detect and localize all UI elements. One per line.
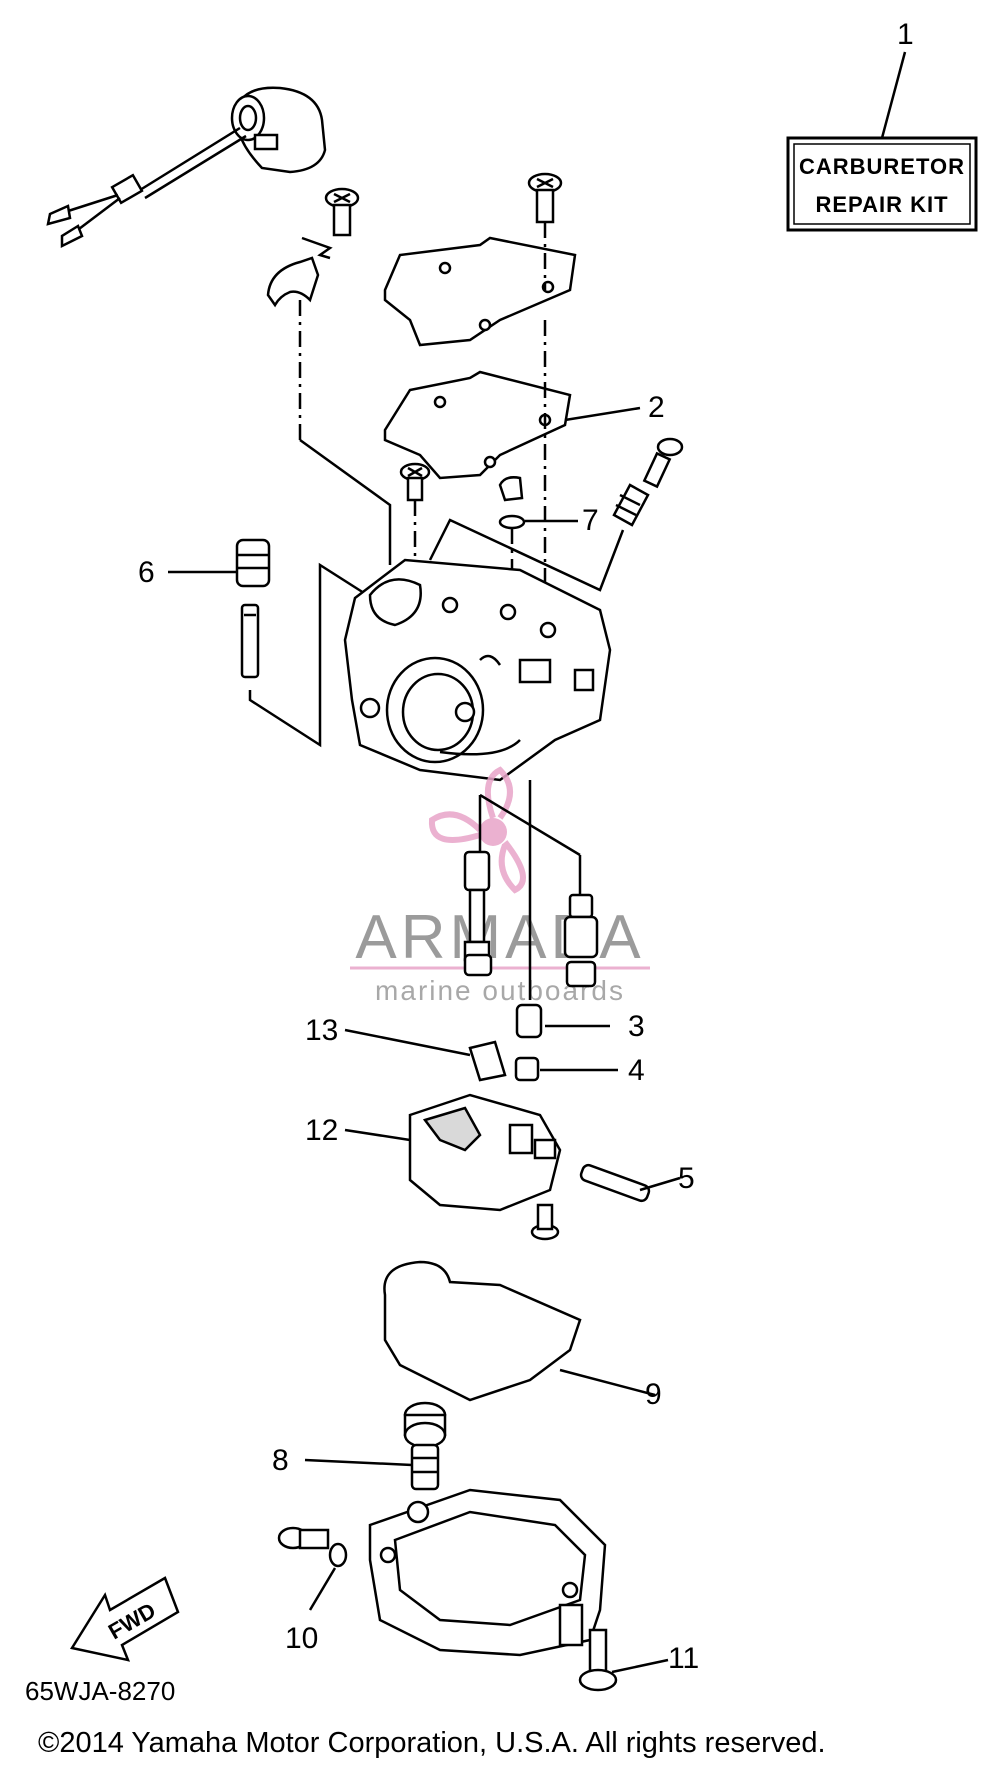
float-bowl — [368, 1488, 607, 1657]
top-screws — [324, 172, 563, 237]
callout-7: 7 — [582, 504, 599, 537]
repair-kit-box: CARBURETOR REPAIR KIT — [786, 136, 978, 232]
callout-6: 6 — [138, 556, 155, 589]
part-4-seat — [514, 1056, 540, 1082]
callout-3: 3 — [628, 1010, 645, 1043]
main-jet — [463, 850, 493, 977]
callout-10: 10 — [285, 1622, 318, 1655]
pilot-jet — [563, 893, 599, 988]
fuel-connector — [46, 86, 327, 249]
gasket-2 — [383, 370, 572, 480]
kit-line-1: CARBURETOR — [799, 154, 965, 179]
part-8-spring — [403, 1401, 447, 1491]
callout-9: 9 — [645, 1378, 662, 1411]
callout-13: 13 — [305, 1014, 338, 1047]
callout-8: 8 — [272, 1444, 289, 1477]
diagram-code: 65WJA-8270 — [25, 1676, 175, 1706]
part-11-screw — [578, 1628, 618, 1692]
armada-watermark: ARMADA marine outboards — [350, 766, 650, 1006]
callout-4: 4 — [628, 1054, 645, 1087]
carburetor-body — [343, 558, 612, 782]
cover-plate — [383, 236, 577, 347]
callout-11: 11 — [668, 1642, 699, 1675]
callout-5: 5 — [678, 1162, 695, 1195]
part-10-drain — [277, 1526, 348, 1568]
kit-line-2: REPAIR KIT — [815, 192, 948, 217]
float-12 — [408, 1093, 562, 1212]
needle-valve — [515, 1003, 543, 1039]
watermark-brand: ARMADA — [355, 903, 644, 972]
callout-1: 1 — [897, 18, 914, 51]
copyright-notice: ©2014 Yamaha Motor Corporation, U.S.A. A… — [38, 1727, 826, 1759]
fwd-arrow: FWD — [69, 1576, 180, 1662]
pin-5 — [579, 1163, 651, 1203]
part-13-clip — [468, 1040, 507, 1082]
throttle-clip — [266, 256, 320, 308]
idle-screw — [612, 437, 684, 527]
part-6-plug — [235, 538, 271, 679]
callout-2: 2 — [648, 391, 665, 424]
callout-12: 12 — [305, 1114, 338, 1147]
gasket-9 — [383, 1260, 582, 1402]
